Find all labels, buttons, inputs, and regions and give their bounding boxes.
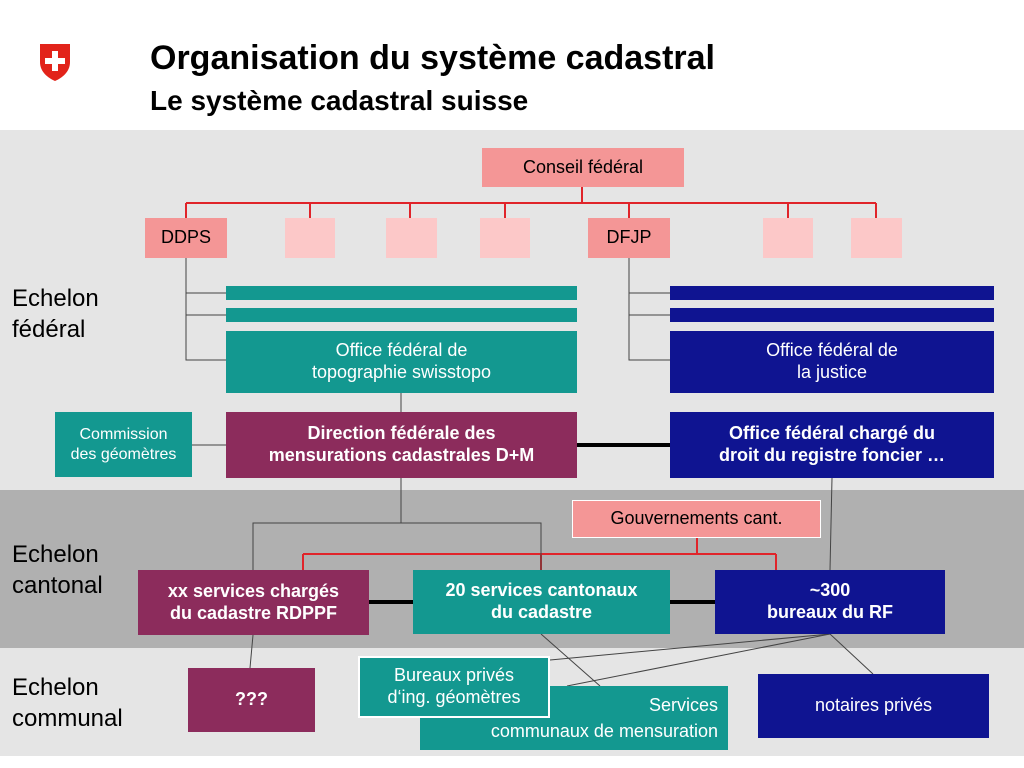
office-topographie-node: Office fédéral de topographie swisstopo <box>226 331 577 393</box>
office-bar-navy <box>670 308 994 322</box>
services-communaux-label-line1: Services <box>648 695 718 715</box>
department-placeholder-node <box>480 218 530 258</box>
swiss-cross-shield-icon <box>38 42 72 82</box>
office-bar-teal <box>226 286 577 300</box>
level-label-federal: Echelon fédéral <box>12 285 99 343</box>
bureaux-rf-node: ~300 bureaux du RF <box>715 570 945 634</box>
office-bar-navy <box>670 286 994 300</box>
dfjp-node: DFJP <box>588 218 670 258</box>
office-bar-teal <box>226 308 577 322</box>
commission-geometres-node: Commission des géomètres <box>55 412 192 477</box>
level-label-communal: Echelon communal <box>12 674 123 732</box>
page-subtitle: Le système cadastral suisse <box>150 85 529 116</box>
gouvernements-cantonaux-node: Gouvernements cant. <box>572 500 821 538</box>
department-placeholder-node <box>763 218 813 258</box>
notaires-prives-node: notaires privés <box>758 674 989 738</box>
services-rdppf-node: xx services chargés du cadastre RDPPF <box>138 570 369 635</box>
page-title: Organisation du système cadastral <box>150 39 715 77</box>
department-placeholder-node <box>285 218 335 258</box>
department-placeholder-node <box>386 218 437 258</box>
office-registre-foncier-node: Office fédéral chargé du droit du regist… <box>670 412 994 478</box>
department-placeholder-node <box>851 218 902 258</box>
ddps-node: DDPS <box>145 218 227 258</box>
services-cantonaux-node: 20 services cantonaux du cadastre <box>413 570 670 634</box>
conseil-federal-node: Conseil fédéral <box>482 148 684 187</box>
level-label-cantonal: Echelon cantonal <box>12 541 103 599</box>
unknown-node: ??? <box>188 668 315 732</box>
direction-mensurations-node: Direction fédérale des mensurations cada… <box>226 412 577 478</box>
office-justice-node: Office fédéral de la justice <box>670 331 994 393</box>
bureaux-prives-node: Bureaux privés d‘ing. géomètres <box>358 656 550 718</box>
services-communaux-label-line2: communaux de mensuration <box>490 721 718 741</box>
